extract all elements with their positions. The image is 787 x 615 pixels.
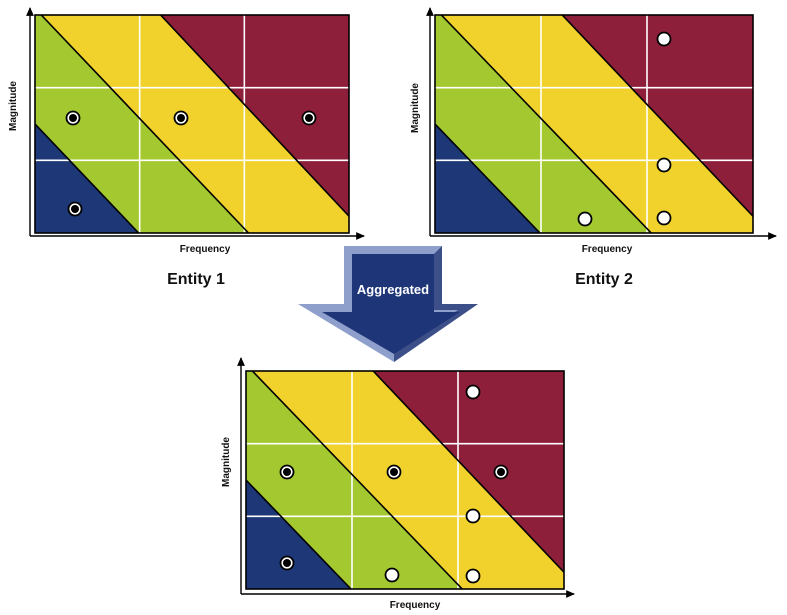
band-boundary bbox=[251, 371, 463, 589]
markers bbox=[577, 31, 672, 227]
marker-open bbox=[465, 508, 481, 524]
risk-bands bbox=[434, 14, 754, 234]
arrow-label: Aggregated bbox=[357, 282, 429, 297]
band-boundary bbox=[372, 371, 564, 574]
arrow-body bbox=[322, 254, 460, 354]
band-boundary bbox=[160, 15, 349, 218]
y-axis-label: Magnitude bbox=[8, 81, 19, 131]
band-green bbox=[35, 15, 249, 233]
matrix-entity-1: Frequency Magnitude Entity 1 bbox=[8, 7, 365, 288]
band-blue bbox=[246, 479, 351, 589]
plot-border bbox=[434, 14, 754, 234]
marker-open bbox=[577, 211, 593, 227]
marker-filled bbox=[390, 468, 398, 476]
caption-entity-2: Entity 2 bbox=[575, 271, 633, 288]
marker-filled bbox=[71, 205, 79, 213]
marker-filled bbox=[69, 114, 77, 122]
band-group bbox=[246, 371, 564, 589]
marker-open bbox=[465, 568, 481, 584]
band-group bbox=[435, 15, 753, 233]
band-green bbox=[435, 15, 652, 233]
marker-open bbox=[656, 157, 672, 173]
aggregation-arrow: Aggregated bbox=[298, 246, 478, 362]
arrow-bevel-dark bbox=[394, 246, 478, 362]
y-axis-label: Magnitude bbox=[410, 83, 421, 133]
band-boundary bbox=[246, 478, 352, 589]
band-group bbox=[35, 15, 349, 233]
marker-open bbox=[465, 384, 481, 400]
plot-border bbox=[34, 14, 350, 234]
markers bbox=[65, 110, 317, 217]
matrix-entity-2: Frequency Magnitude Entity 2 bbox=[410, 7, 777, 288]
y-axis-label: Magnitude bbox=[221, 437, 232, 487]
marker-filled bbox=[497, 468, 505, 476]
x-axis-label: Frequency bbox=[180, 244, 231, 255]
band-boundary bbox=[35, 122, 140, 233]
band-boundary bbox=[561, 15, 753, 218]
marker-open bbox=[384, 567, 400, 583]
marker-filled bbox=[283, 559, 291, 567]
risk-bands bbox=[245, 370, 565, 590]
risk-bands bbox=[34, 14, 350, 234]
marker-filled bbox=[283, 468, 291, 476]
caption-entity-1: Entity 1 bbox=[167, 271, 225, 288]
x-axis-label: Frequency bbox=[390, 600, 441, 611]
markers bbox=[279, 384, 509, 584]
band-boundary bbox=[440, 15, 652, 233]
marker-open bbox=[656, 210, 672, 226]
marker-open bbox=[656, 31, 672, 47]
band-boundary bbox=[435, 122, 541, 233]
matrix-aggregated: Frequency Magnitude bbox=[221, 357, 575, 611]
marker-filled bbox=[177, 114, 185, 122]
x-axis-label: Frequency bbox=[582, 244, 633, 255]
band-green bbox=[246, 371, 463, 589]
marker-filled bbox=[305, 114, 313, 122]
band-boundary bbox=[40, 15, 250, 233]
plot-border bbox=[245, 370, 565, 590]
